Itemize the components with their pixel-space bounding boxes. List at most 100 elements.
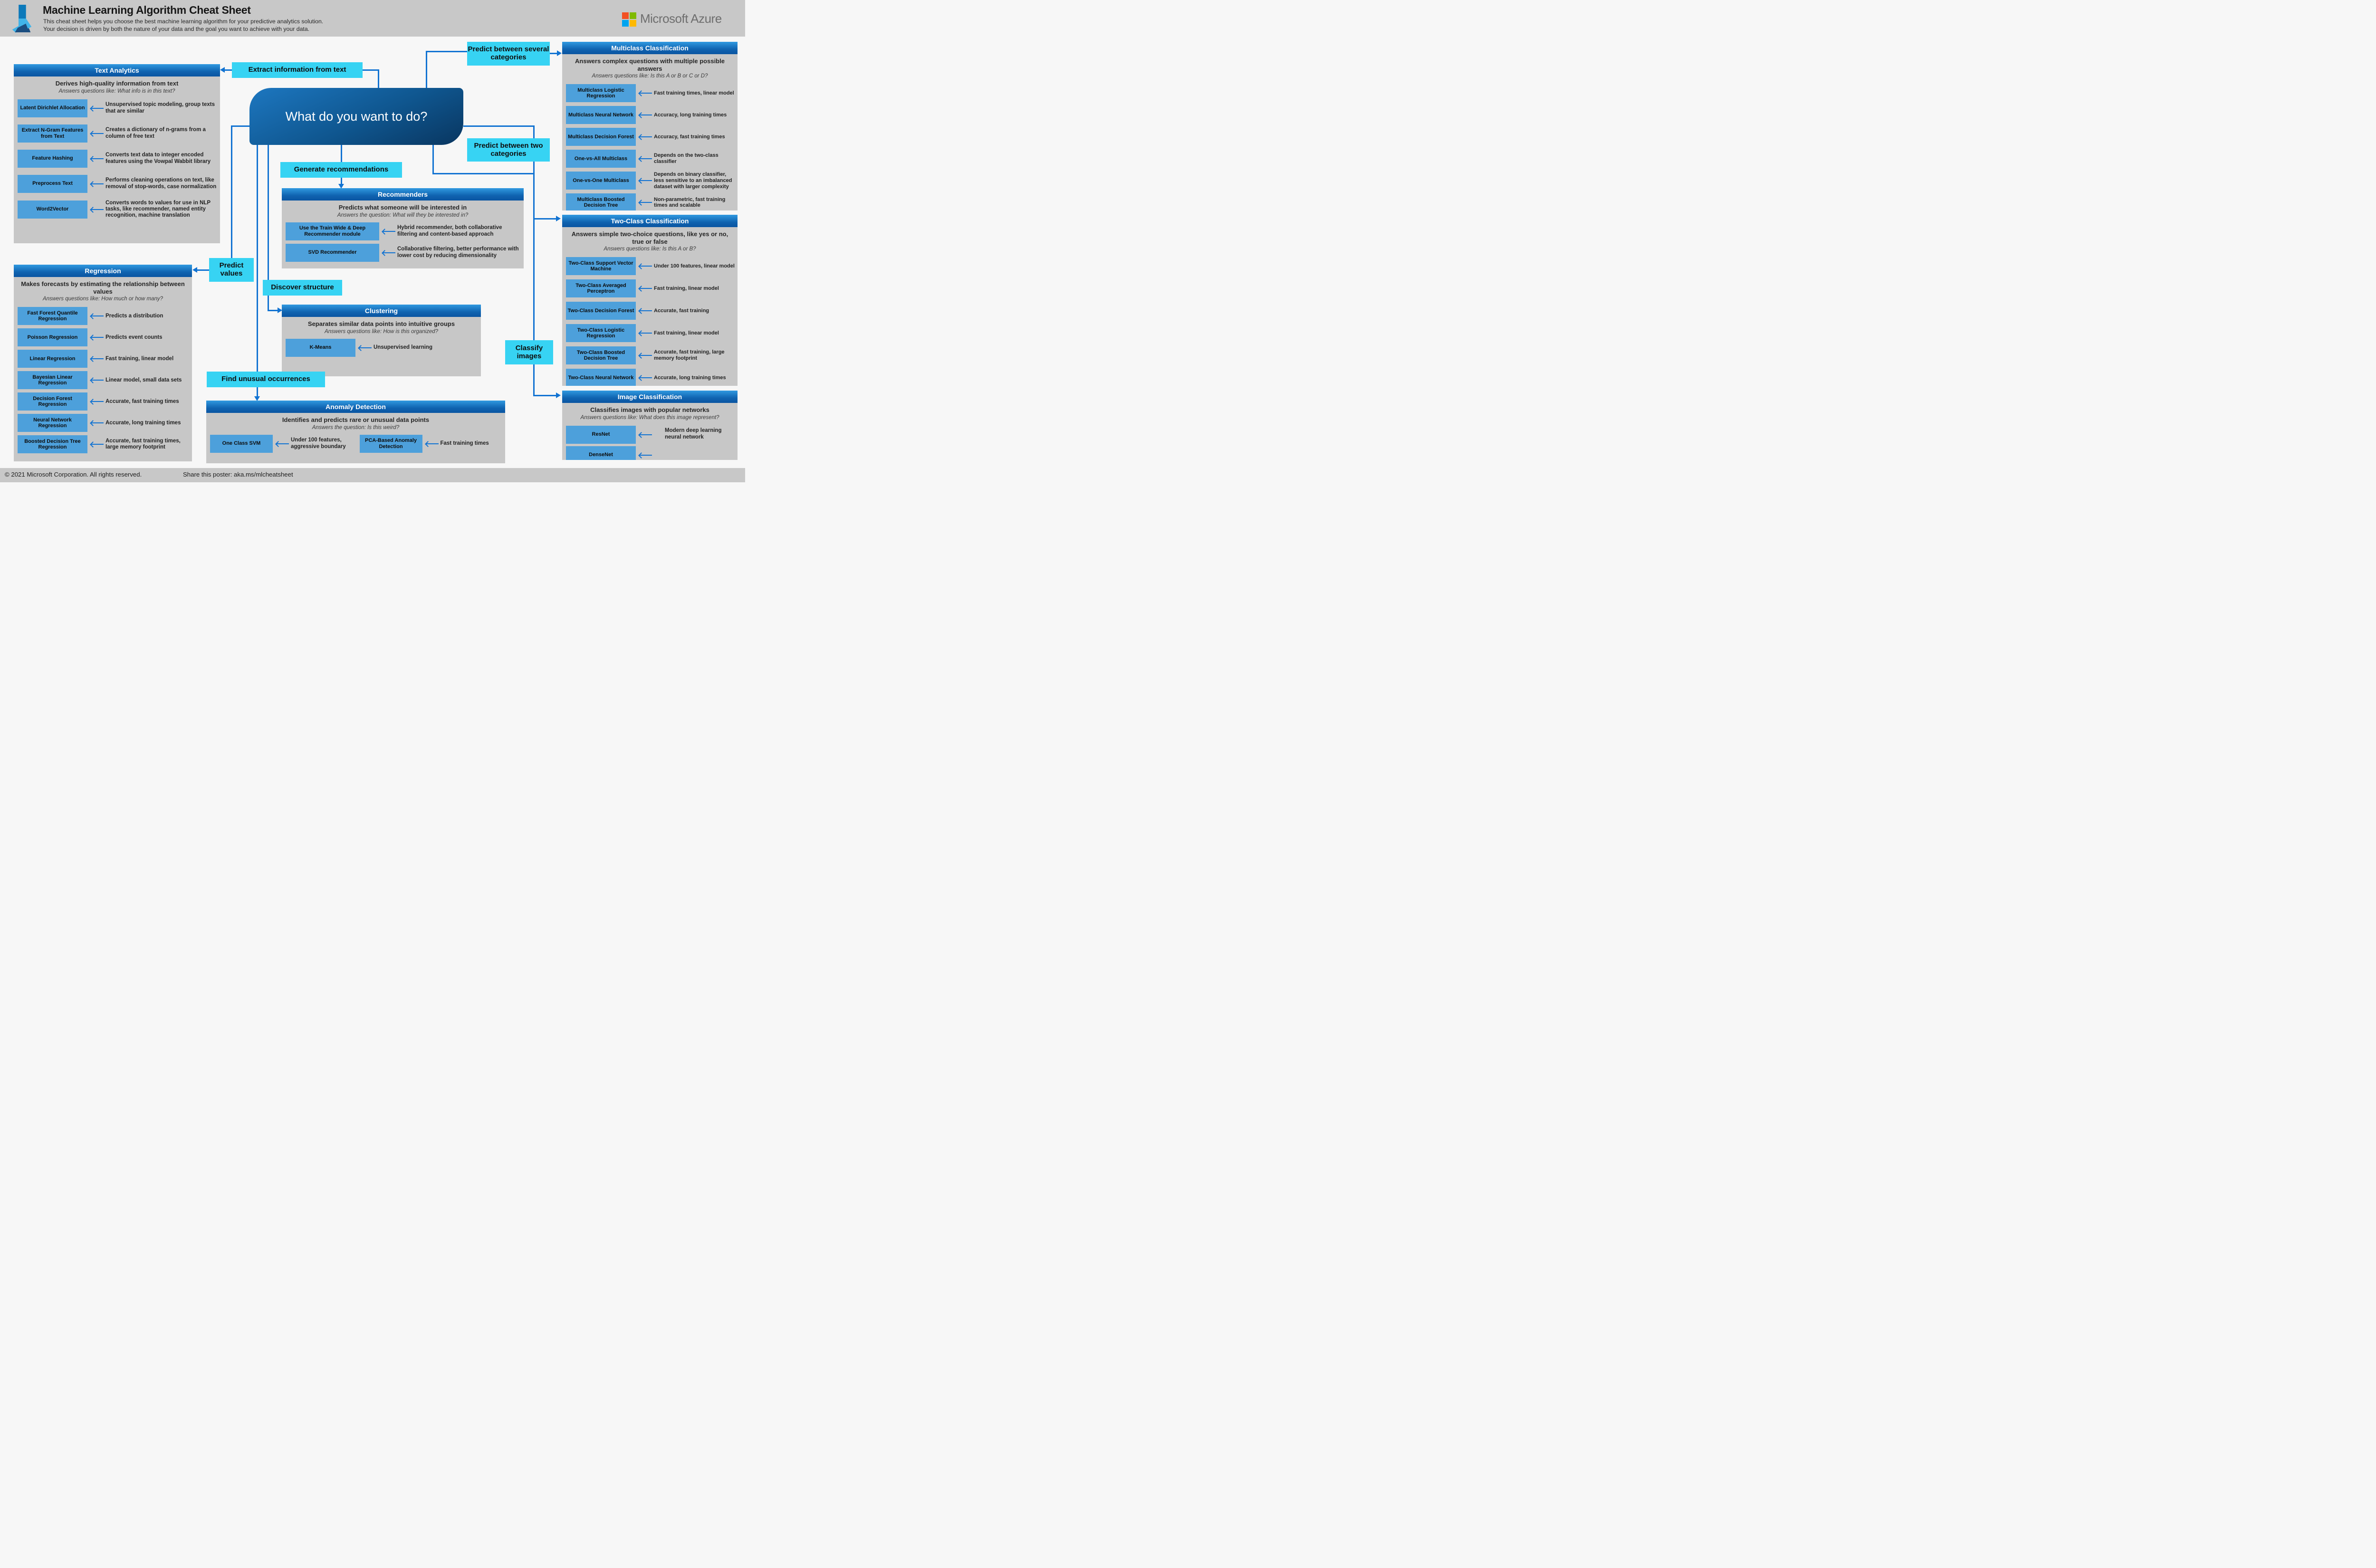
left-arrow-icon [87,377,105,383]
panel-subheading: Answers the question: Is this weird? [312,424,400,430]
arrowhead-right-icon [557,50,562,56]
algorithm-box: Decision Forest Regression [18,392,87,411]
panel-header: Clustering [282,305,481,317]
algorithm-description: Converts words to values for use in NLP … [105,200,211,219]
arrowhead-right-icon [556,392,561,398]
connector-segment [341,145,342,162]
panel-heading: Makes forecasts by estimating the relati… [21,280,185,295]
algorithm-box: Preprocess Text [18,174,87,193]
callout-predict-two-categories: Predict between two categories [467,138,550,162]
algorithm-box: Two-Class Averaged Perceptron [566,279,636,298]
left-arrow-icon [636,431,654,438]
left-arrow-icon [636,452,654,459]
panel-subheading: Answers questions like: What does this i… [580,414,719,421]
left-arrow-icon [87,355,105,362]
algorithm-description: Accurate, long training times [654,374,726,381]
connector-segment [231,125,250,127]
algorithm-description: Fast training times, linear model [654,90,734,96]
connector-segment [257,145,258,372]
arrowhead-down-icon [338,184,344,189]
algorithm-description: Fast training, linear model [654,285,719,291]
algorithm-description: Fast training times [440,440,489,446]
microsoft-logo-icon [622,12,636,27]
left-arrow-icon [636,352,654,359]
ml-studio-logo-icon [12,5,32,33]
connector-segment [533,218,556,220]
algorithm-description: Creates a dictionary of n-grams from a c… [105,127,206,139]
algorithm-description: Depends on binary classifier, less sensi… [654,172,732,190]
arrowhead-right-icon [556,216,561,221]
callout-generate-recommendations: Generate recommendations [280,162,402,178]
panel-text-analytics: Text Analytics Derives high-quality info… [14,64,220,243]
panel-header: Text Analytics [14,64,220,76]
algorithm-box: Extract N-Gram Features from Text [18,124,87,143]
connector-segment [426,51,468,52]
panel-subheading: Answers questions like: Is this A or B o… [592,73,708,79]
page-subtitle-line1: This cheat sheet helps you choose the be… [43,18,324,25]
algorithm-box: One Class SVM [210,434,273,453]
left-arrow-icon [636,307,654,314]
panel-header: Image Classification [562,391,738,403]
algorithm-description: Unsupervised learning [374,344,432,350]
callout-extract-information: Extract information from text [232,62,363,78]
panel-multiclass-classification: Multiclass Classification Answers comple… [562,42,738,210]
algo-row: Two-Class Averaged Perceptron Fast traini… [566,279,735,298]
algo-row: One-vs-All Multiclass Depends on the two-… [566,150,735,168]
connector-segment [426,51,427,88]
algorithm-description: Modern deep learning neural network [665,428,722,440]
algorithm-box: Boosted Decision Tree Regression [18,435,87,454]
connector-segment [463,125,535,127]
brand-wordmark: Microsoft Azure [640,11,722,26]
algo-row: Use the Train Wide & Deep Recommender mo… [286,222,521,240]
left-arrow-icon [87,398,105,405]
algorithm-description: Accurate, fast training, large memory fo… [654,349,725,362]
algorithm-box: PCA-Based Anomaly Detection [359,434,422,453]
algorithm-box: Two-Class Support Vector Machine [566,257,636,276]
algorithm-description: Fast training, linear model [654,330,719,336]
panel-image-classification: Image Classification Classifies images w… [562,391,738,460]
panel-header: Multiclass Classification [562,42,738,54]
algorithm-box: One-vs-All Multiclass [566,150,636,168]
algo-row: Extract N-Gram Features from Text Creates… [18,124,217,143]
algorithm-box: Multiclass Decision Forest [566,128,636,146]
algorithm-description: Accurate, fast training times [105,398,179,404]
panel-subheading: Answers the question: What will they be … [337,212,469,218]
arrowhead-left-icon [192,267,197,273]
algo-row: PCA-Based Anomaly Detection Fast training… [359,434,503,453]
algorithm-description: Predicts event counts [105,334,163,340]
algorithm-description: Predicts a distribution [105,313,163,319]
algorithm-box: Bayesian Linear Regression [18,371,87,390]
connector-segment [432,173,535,174]
central-question-node: What do you want to do? [249,88,463,145]
algorithm-description: Depends on the two-class classifier [654,153,719,165]
algorithm-description: Performs cleaning operations on text, li… [105,177,217,190]
left-arrow-icon [355,344,374,351]
callout-predict-values: Predict values [209,258,254,282]
left-arrow-icon [87,105,105,112]
left-arrow-icon [273,440,291,447]
algorithm-box: DenseNet [566,446,636,460]
algorithm-box: Two-Class Neural Network [566,369,636,386]
algorithm-box: Feature Hashing [18,149,87,168]
connector-segment [432,145,434,174]
connector-segment [341,178,342,184]
footer-band [0,468,745,482]
copyright-text: © 2021 Microsoft Corporation. All rights… [5,471,142,478]
algo-row: DenseNet [566,446,735,460]
